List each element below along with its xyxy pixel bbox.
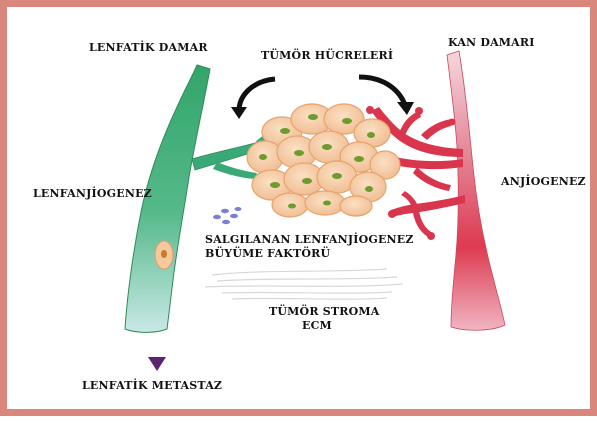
lymphatic-metastasis-label: LENFATİK METASTAZ — [82, 379, 222, 392]
blood-vessel-label: KAN DAMARI — [448, 36, 535, 49]
tumor-cells-label: TÜMÖR HÜCRELERİ — [261, 49, 393, 62]
lymphatic-vessel-label: LENFATİK DAMAR — [89, 41, 208, 54]
stroma-fibers — [205, 269, 403, 299]
tumor-cell-cluster — [247, 104, 400, 217]
angiogenesis-label: ANJİOGENEZ — [501, 175, 586, 188]
tumor-stroma-label-line2: ECM — [302, 319, 332, 332]
growth-factor-dots — [213, 207, 242, 224]
lymphangiogenesis-label: LENFANJİOGENEZ — [33, 187, 152, 200]
tumor-stroma-label-line1: TÜMÖR STROMA — [269, 305, 379, 318]
secreted-factors-label-line1: SALGILANAN LENFANJİOGENEZ — [205, 233, 414, 246]
secreted-factors-label-line2: BÜYÜME FAKTÖRÜ — [205, 247, 330, 260]
lymphangiogenesis-diagram — [7, 7, 597, 423]
